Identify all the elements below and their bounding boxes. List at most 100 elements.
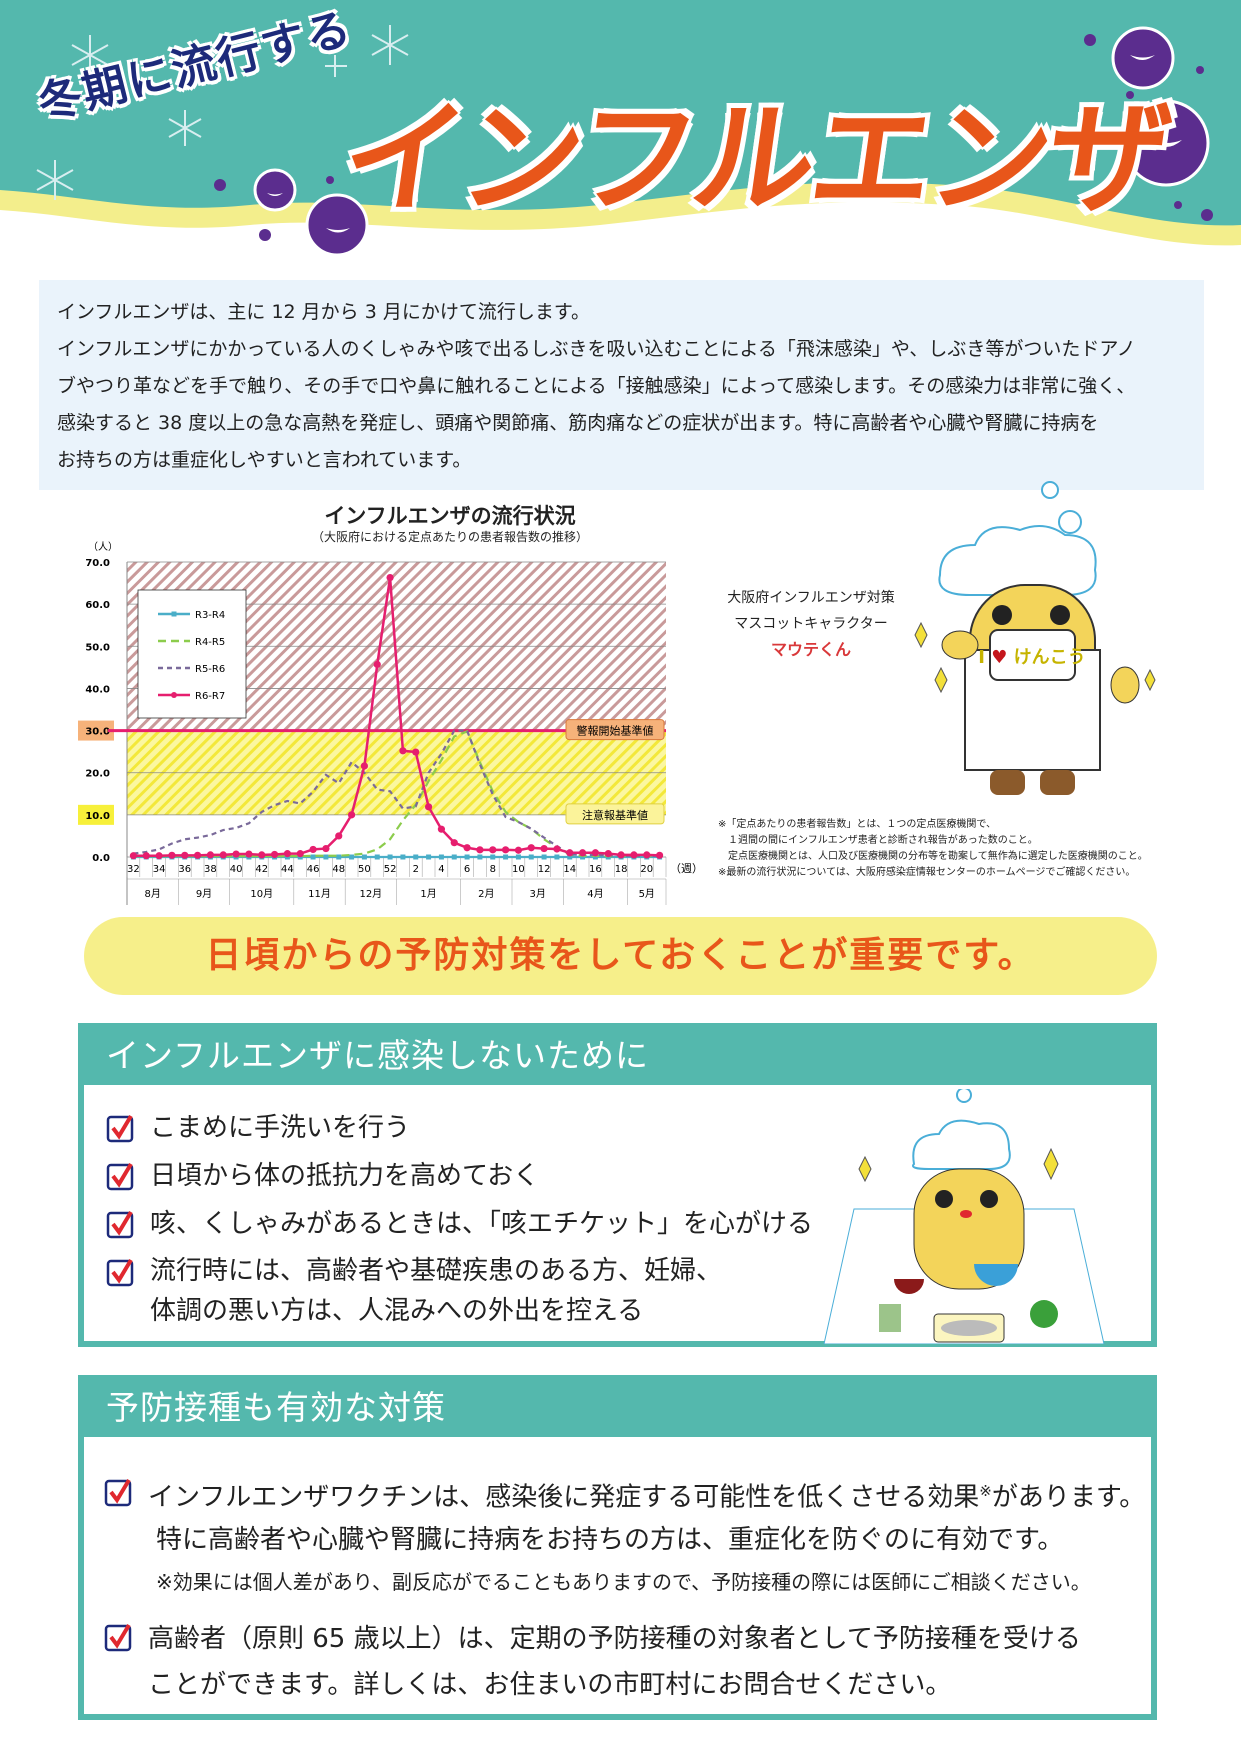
data-point-R6-R7 xyxy=(578,849,587,857)
intro-line: お持ちの方は重症化しやすいと言われています。 xyxy=(57,449,472,471)
month-label: 8月 xyxy=(144,888,160,900)
section-title: 予防接種も有効な対策 xyxy=(84,1381,1151,1437)
data-point-R3-R4 xyxy=(400,854,406,860)
x-tick-label: 32 xyxy=(127,864,140,875)
x-tick-label: 18 xyxy=(615,864,628,875)
mascot-caption: 大阪府インフルエンザ対策 マスコットキャラクター マウテくん xyxy=(721,585,901,663)
data-point-R6-R7 xyxy=(232,850,240,858)
data-point-R3-R4 xyxy=(361,854,367,860)
checkbox-icon xyxy=(106,1114,134,1143)
data-point-R6-R7 xyxy=(386,573,394,582)
data-point-R3-R4 xyxy=(336,854,342,860)
x-tick-label: 40 xyxy=(230,864,243,875)
data-point-R3-R4 xyxy=(310,854,316,860)
y-tick-label: 60.0 xyxy=(85,600,110,611)
data-point-R6-R7 xyxy=(617,851,625,859)
elderly-text: ことができます。詳しくは、お住まいの市町村にお問合せください。 xyxy=(148,1669,952,1700)
data-point-R3-R4 xyxy=(490,854,496,860)
legend-marker xyxy=(171,692,177,698)
intro-box: インフルエンザは、主に 12 月から 3 月にかけて流行します。 インフルエンザ… xyxy=(39,280,1204,490)
x-tick-label: 6 xyxy=(464,864,470,875)
data-point-R6-R7 xyxy=(360,762,369,770)
mascot-caption-line: マスコットキャラクター xyxy=(734,616,888,632)
data-point-R3-R4 xyxy=(413,854,419,860)
mascot-eating-illustration xyxy=(823,1089,1105,1344)
checklist-text: こまめに手洗いを行う xyxy=(150,1113,411,1143)
data-point-R6-R7 xyxy=(129,852,138,860)
data-point-R6-R7 xyxy=(514,846,523,854)
data-point-R6-R7 xyxy=(206,851,215,859)
header-title: インフルエンザ xyxy=(332,86,1178,232)
data-point-R6-R7 xyxy=(604,850,612,858)
y-tick-label: 20.0 xyxy=(85,769,110,780)
data-point-R6-R7 xyxy=(335,832,343,840)
data-point-R6-R7 xyxy=(412,748,420,756)
data-point-R6-R7 xyxy=(463,844,471,852)
data-point-R6-R7 xyxy=(168,851,176,859)
virus-face-icon xyxy=(267,55,1182,233)
y-tick-label: 0.0 xyxy=(92,853,110,864)
month-label: 3月 xyxy=(529,888,545,900)
data-point-R3-R4 xyxy=(592,854,598,860)
x-tick-label: 34 xyxy=(153,864,166,875)
x-tick-label: 8 xyxy=(490,864,496,875)
y-tick-label: 70.0 xyxy=(85,558,110,569)
virus-dot-icon xyxy=(214,34,1213,241)
threshold-label: 警報開始基準値 xyxy=(577,724,654,738)
legend-label: R5-R6 xyxy=(195,664,225,675)
data-point-R6-R7 xyxy=(553,845,561,853)
checklist-item: 咳、くしゃみがあるときは、「咳エチケット」を心がける xyxy=(106,1203,1151,1251)
data-point-R6-R7 xyxy=(424,803,433,811)
data-point-R6-R7 xyxy=(373,660,381,669)
legend-box xyxy=(137,589,247,719)
data-point-R6-R7 xyxy=(322,844,330,853)
threshold-label-box xyxy=(565,803,665,825)
x-tick-label: 52 xyxy=(384,864,397,875)
virus-icon xyxy=(253,26,1210,257)
data-point-R6-R7 xyxy=(437,825,446,833)
checklist-item: こまめに手洗いを行う xyxy=(106,1107,1151,1155)
data-point-R6-R7 xyxy=(155,852,163,860)
footnote-mark: ※ xyxy=(979,1482,992,1500)
checkbox-icon xyxy=(104,1623,132,1651)
chart-subtitle: （大阪府における定点あたりの患者報告数の推移） xyxy=(311,530,588,544)
data-point-R6-R7 xyxy=(643,851,651,859)
data-point-R3-R4 xyxy=(503,854,509,860)
data-point-R3-R4 xyxy=(374,854,380,860)
data-point-R3-R4 xyxy=(554,854,560,860)
x-tick-label: 10 xyxy=(512,864,525,875)
data-point-R6-R7 xyxy=(245,850,253,858)
data-point-R3-R4 xyxy=(438,854,444,860)
data-point-R6-R7 xyxy=(347,811,356,819)
x-tick-label: 20 xyxy=(640,864,653,875)
checkbox-icon xyxy=(106,1258,134,1287)
section-vaccination: 予防接種も有効な対策 インフルエンザワクチンは、感染後に発症する可能性を低くさせ… xyxy=(78,1375,1157,1720)
note-line: ※最新の流行状況については、大阪府感染症情報センターのホームページでご確認くださ… xyxy=(718,867,1136,878)
note-line: ※「定点あたりの患者報告数」とは、１つの定点医療機関で、 xyxy=(718,819,996,830)
data-point-R6-R7 xyxy=(181,851,189,859)
legend-marker xyxy=(171,611,177,617)
data-point-R3-R4 xyxy=(323,854,329,860)
data-point-R6-R7 xyxy=(591,849,600,857)
data-point-R6-R7 xyxy=(501,846,510,854)
header-background xyxy=(0,0,1241,280)
y-tick-label: 40.0 xyxy=(85,684,110,695)
threshold-tick-bg xyxy=(78,720,114,741)
checklist-item: 流行時には、高齢者や基礎疾患のある方、妊婦、体調の悪い方は、人混みへの外出を控え… xyxy=(106,1251,1151,1331)
x-tick-label: 42 xyxy=(255,864,268,875)
checkbox-icon xyxy=(106,1210,134,1239)
checklist-text: 咳、くしゃみがあるときは、「咳エチケット」を心がける xyxy=(150,1209,814,1239)
mascot-mask-text: I ♥ けんこう xyxy=(978,647,1085,668)
intro-line: ブやつり革などを手で触り、その手で口や鼻に触れることによる「接触感染」によって感… xyxy=(57,375,1136,397)
mascot-doctor-illustration: I ♥ けんこう xyxy=(914,481,1156,795)
month-label: 2月 xyxy=(478,888,494,900)
month-label: 1月 xyxy=(420,888,436,900)
data-point-R6-R7 xyxy=(630,851,638,859)
month-label: 4月 xyxy=(587,888,603,900)
vaccine-text-end: があります。 xyxy=(991,1482,1146,1513)
month-label: 5月 xyxy=(639,888,655,900)
data-point-R6-R7 xyxy=(450,839,458,847)
data-point-R6-R7 xyxy=(566,849,574,857)
threshold-label-box xyxy=(565,719,665,741)
